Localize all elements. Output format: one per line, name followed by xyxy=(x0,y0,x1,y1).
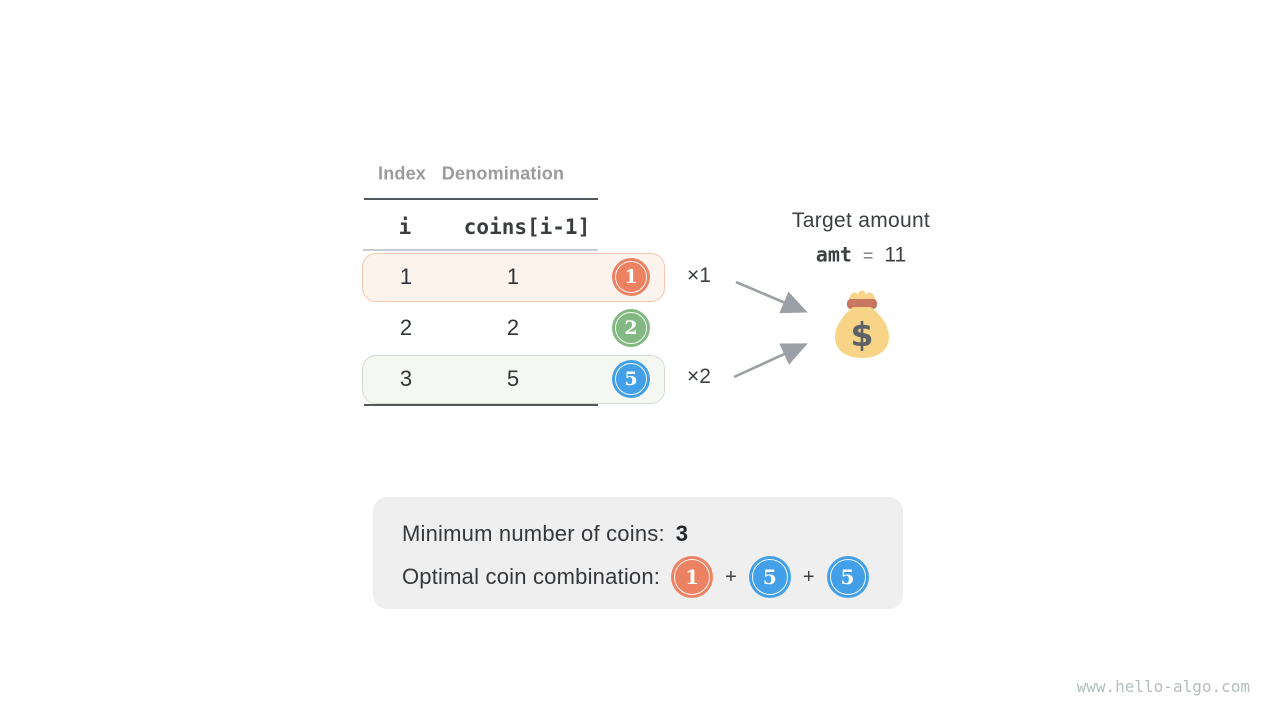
dollar-sign: $ xyxy=(851,315,874,354)
combination-label: Optimal coin combination: xyxy=(402,564,661,589)
column-header-index: Index xyxy=(377,163,427,184)
min-coins-label: Minimum number of coins: xyxy=(402,521,665,546)
variable-header-coins: coins[i-1] xyxy=(463,215,591,239)
coin-value: 5 xyxy=(840,565,855,589)
coin-value: 1 xyxy=(685,565,700,589)
coin-value: 5 xyxy=(624,367,638,390)
multiplier-times-2: ×2 xyxy=(687,365,711,388)
cell-denom-1: 1 xyxy=(506,264,520,289)
optimal-combination-line: Optimal coin combination: 1 + 5 + 5 xyxy=(402,556,869,598)
money-bag-icon: $ xyxy=(835,290,889,358)
cell-index-3: 3 xyxy=(399,366,413,391)
coin-icon-denom-1: 1 xyxy=(612,258,650,296)
equals-sign: = xyxy=(862,245,874,266)
coin-value: 5 xyxy=(762,565,777,589)
multiplier-times-1: ×1 xyxy=(687,264,711,287)
coin-icon-denom-5: 5 xyxy=(612,360,650,398)
website-watermark: www.hello-algo.com xyxy=(1076,677,1250,696)
arrows-to-money-bag-icon xyxy=(733,280,808,379)
min-coins-value: 3 xyxy=(675,521,689,546)
min-coins-line: Minimum number of coins: 3 xyxy=(402,521,688,547)
table-top-rule xyxy=(364,198,598,200)
result-summary-panel xyxy=(373,497,903,609)
target-variable: amt xyxy=(815,242,852,267)
target-amount-title: Target amount xyxy=(791,209,931,232)
cell-index-1: 1 xyxy=(399,264,413,289)
column-header-denomination: Denomination xyxy=(441,163,565,184)
plus-sign: + xyxy=(725,565,737,588)
cell-denom-2: 2 xyxy=(506,315,520,340)
target-value: 11 xyxy=(884,243,907,267)
coin-value: 1 xyxy=(624,265,638,288)
plus-sign: + xyxy=(802,565,815,588)
coin-icon-combo-3: 5 xyxy=(826,556,869,598)
coin-icon-combo-1: 1 xyxy=(671,556,714,598)
coin-icon-combo-2: 5 xyxy=(748,556,791,598)
cell-denom-3: 5 xyxy=(506,366,520,391)
cell-index-2: 2 xyxy=(399,315,413,340)
target-amount-equation: amt = 11 xyxy=(816,243,906,268)
coin-icon-denom-2: 2 xyxy=(612,309,650,347)
coin-value: 2 xyxy=(624,316,638,339)
variable-header-i: i xyxy=(398,215,412,239)
table-bottom-rule xyxy=(364,404,598,406)
table-header-rule xyxy=(363,249,598,251)
